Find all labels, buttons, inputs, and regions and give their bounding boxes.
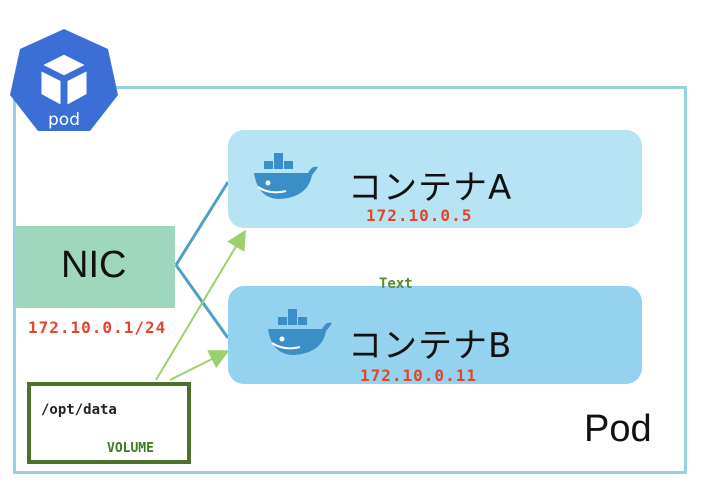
- container-a-ip: 172.10.0.5: [366, 206, 473, 225]
- pod-badge-heptagon: [10, 29, 118, 131]
- pod-badge-icon: pod: [10, 29, 118, 131]
- container-a-box: コンテナA: [228, 130, 642, 228]
- docker-whale-icon: [268, 309, 332, 355]
- volume-name: VOLUME: [107, 441, 154, 456]
- volume-box: /opt/data VOLUME: [27, 382, 191, 464]
- container-b-ip: 172.10.0.11: [360, 366, 477, 385]
- nic-box: NIC: [15, 226, 175, 308]
- container-a-label: コンテナA: [348, 168, 513, 208]
- volume-path: /opt/data: [41, 402, 117, 418]
- text-label: Text: [379, 276, 413, 292]
- nic-label: NIC: [61, 244, 127, 286]
- pod-frame: [13, 86, 687, 474]
- nic-link-a: [174, 181, 230, 266]
- cube-icon: [38, 51, 90, 109]
- nic-ip: 172.10.0.1/24: [28, 318, 167, 337]
- volume-arrow-a: [155, 229, 247, 381]
- container-b-label: コンテナB: [348, 326, 513, 366]
- docker-whale-icon: [254, 153, 318, 199]
- volume-arrow-b: [169, 350, 230, 381]
- pod-badge-text: pod: [48, 110, 80, 130]
- pod-label: Pod: [584, 408, 652, 450]
- container-b-box: コンテナB: [228, 286, 642, 384]
